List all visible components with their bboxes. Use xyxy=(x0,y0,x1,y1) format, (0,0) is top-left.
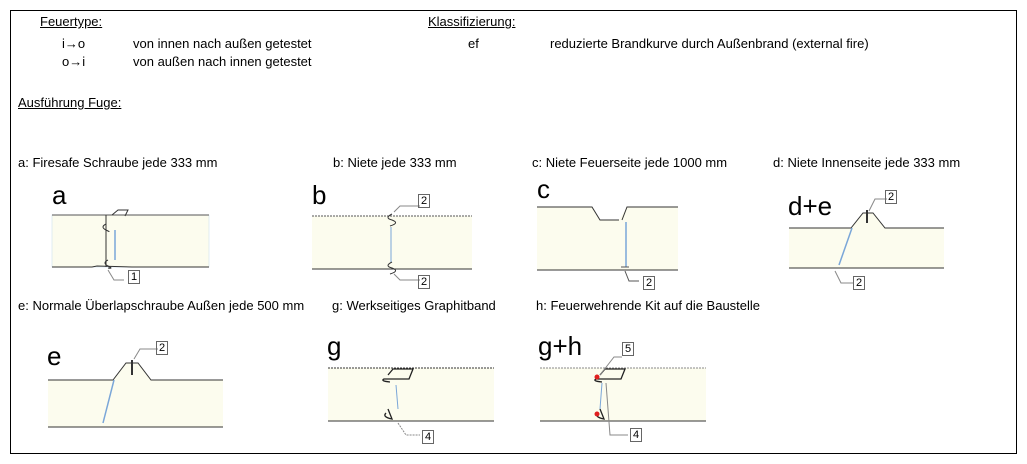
callout-2: 2 xyxy=(156,341,169,355)
fire-type-desc: von außen nach innen getestet xyxy=(133,54,312,69)
fire-type-code: i→o xyxy=(62,36,86,51)
joint-diagram-e xyxy=(48,348,223,428)
fire-type-code: o→i xyxy=(62,54,86,69)
detail-letter-g: g xyxy=(327,331,342,361)
callout-2: 2 xyxy=(418,194,431,208)
caption-a: a: Firesafe Schraube jede 333 mm xyxy=(18,155,218,170)
class-code: ef xyxy=(468,36,479,51)
joint-diagram-a xyxy=(51,209,210,281)
frame xyxy=(10,10,1017,454)
callout-2: 2 xyxy=(885,190,898,204)
joint-diagram-b xyxy=(312,205,472,281)
callout-4: 4 xyxy=(630,428,643,442)
caption-b: b: Niete jede 333 mm xyxy=(333,155,457,170)
caption-e: e: Normale Überlapschraube Außen jede 50… xyxy=(18,298,305,313)
fire-type-desc: von innen nach außen getestet xyxy=(133,36,312,51)
detail-letter-b: b xyxy=(312,180,327,210)
callout-5: 5 xyxy=(622,342,635,356)
detail-letter-c: c xyxy=(537,174,550,204)
caption-d: d: Niete Innenseite jede 333 mm xyxy=(773,155,961,170)
caption-g: g: Werkseitiges Graphitband xyxy=(332,298,496,313)
class-desc: reduzierte Brandkurve durch Außenbrand (… xyxy=(550,36,869,51)
caption-c: c: Niete Feuerseite jede 1000 mm xyxy=(532,155,728,170)
detail-letter-a: a xyxy=(52,180,67,210)
callout-2: 2 xyxy=(418,275,431,289)
joint-diagram-de xyxy=(789,198,944,284)
fire-type-title: Feuertype: xyxy=(40,14,103,29)
section-title: Ausführung Fuge: xyxy=(18,95,122,110)
detail-letter-de: d+e xyxy=(788,191,833,221)
callout-2: 2 xyxy=(643,276,656,290)
caption-h: h: Feuerwehrende Kit auf die Baustelle xyxy=(536,298,761,313)
callout-4: 4 xyxy=(422,430,435,444)
callout-2: 2 xyxy=(853,276,866,290)
class-title: Klassifizierung: xyxy=(428,14,516,29)
callout-1: 1 xyxy=(128,270,141,284)
joint-diagram-c xyxy=(537,206,678,282)
joint-diagram-g xyxy=(328,367,494,436)
joint-diagram-gh xyxy=(540,356,706,436)
detail-letter-gh: g+h xyxy=(538,331,583,361)
detail-letter-e: e xyxy=(47,341,62,371)
